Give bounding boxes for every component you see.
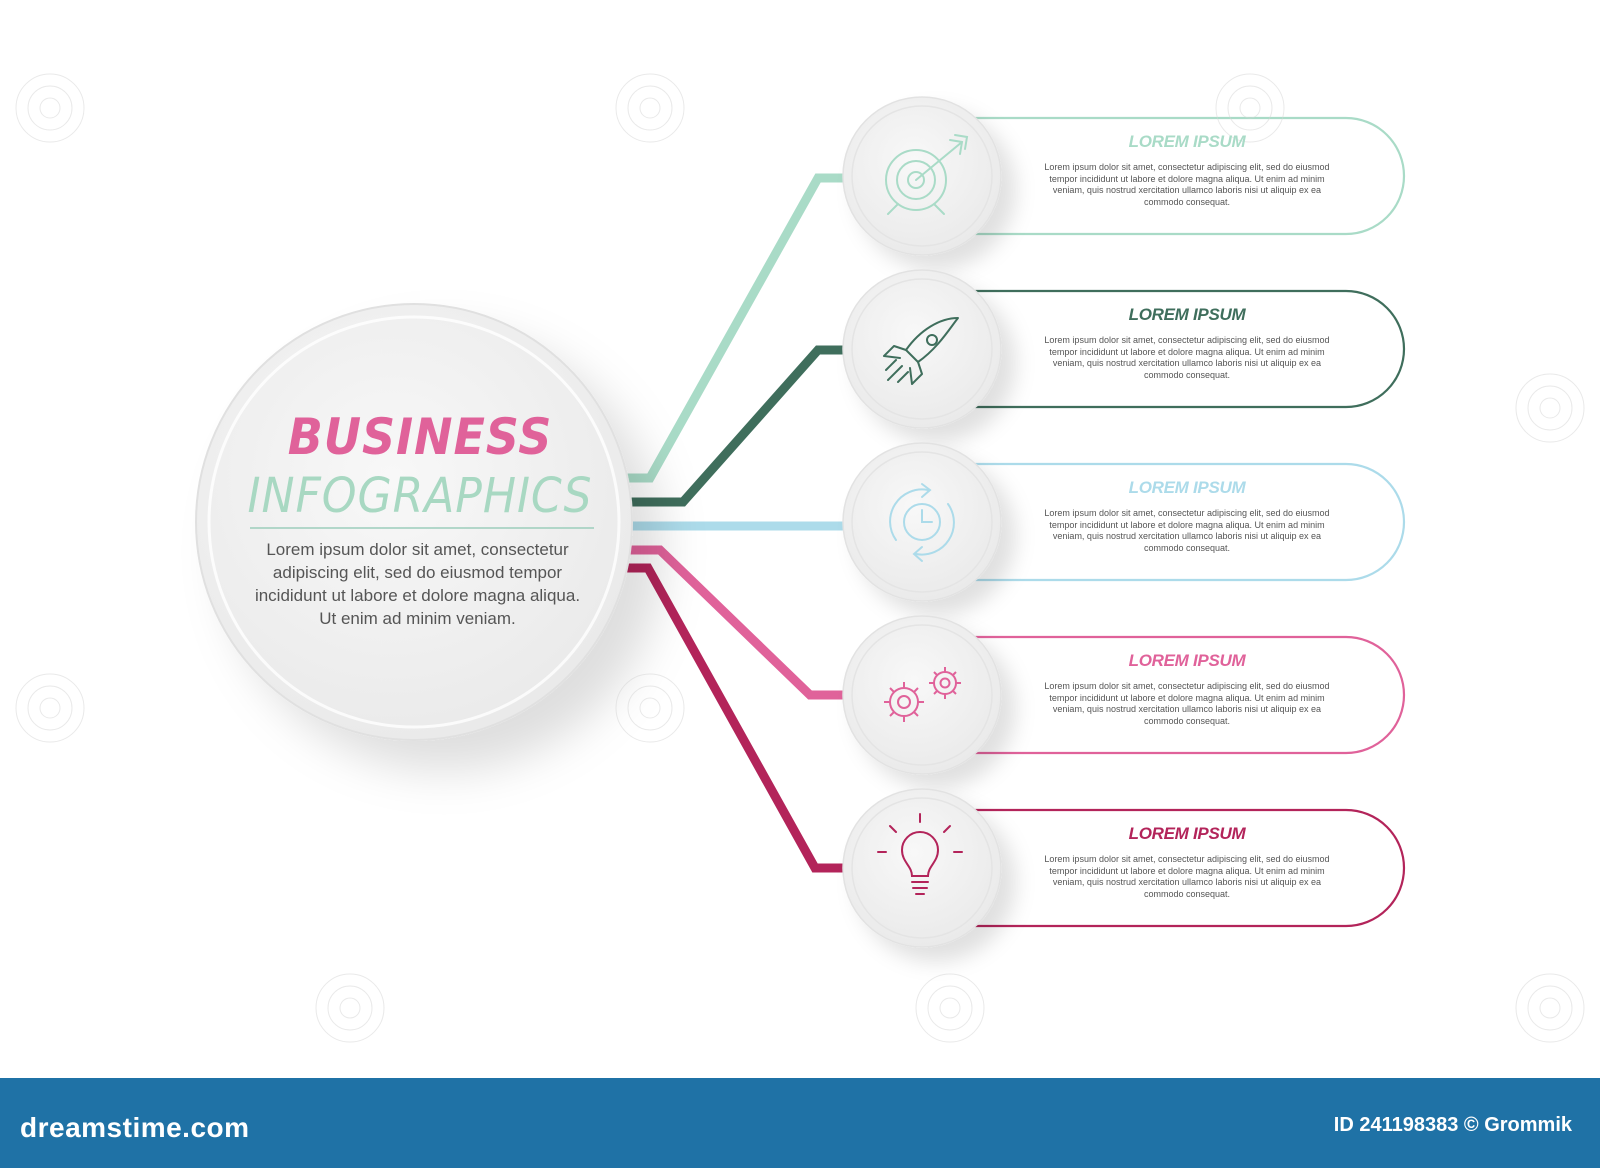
- connector-4: [620, 545, 850, 700]
- rocket-icon: [883, 317, 959, 385]
- icon-circle-4: [842, 615, 1002, 775]
- footer-bar: [0, 1078, 1600, 1168]
- item-title-b-4: IPSUM: [1192, 651, 1246, 670]
- item-title-1: LOREM IPSUM: [977, 132, 1397, 152]
- connector-5: [620, 563, 850, 873]
- item-title-a-2: LOREM: [1128, 305, 1189, 324]
- item-text-4: Lorem ipsum dolor sit amet, consectetur …: [1044, 681, 1330, 727]
- item-title-b-5: IPSUM: [1192, 824, 1246, 843]
- center-description: Lorem ipsum dolor sit amet, consectetur …: [254, 540, 581, 628]
- item-text-5: Lorem ipsum dolor sit amet, consectetur …: [1044, 854, 1330, 900]
- item-title-4: LOREM IPSUM: [977, 651, 1397, 671]
- item-title-b-3: IPSUM: [1192, 478, 1246, 497]
- item-outlines: [916, 116, 1406, 928]
- item-title-a-3: LOREM: [1128, 478, 1189, 497]
- item-title-5: LOREM IPSUM: [977, 824, 1397, 844]
- connector-lines: [620, 173, 850, 873]
- clock-refresh-icon: [889, 483, 955, 562]
- lightbulb-icon: [877, 813, 963, 895]
- item-text-3: Lorem ipsum dolor sit amet, consectetur …: [1044, 508, 1330, 554]
- item-title-b-2: IPSUM: [1192, 305, 1246, 324]
- item-title-3: LOREM IPSUM: [977, 478, 1397, 498]
- item-title-2: LOREM IPSUM: [977, 305, 1397, 325]
- item-title-a-1: LOREM: [1128, 132, 1189, 151]
- item-text-2: Lorem ipsum dolor sit amet, consectetur …: [1044, 335, 1330, 381]
- item-title-b-1: IPSUM: [1192, 132, 1246, 151]
- center-title-infographics: INFOGRAPHICS: [247, 468, 593, 524]
- footer-image-id: ID 241198383 © Grommik: [1333, 1114, 1572, 1136]
- gears-icon: [884, 667, 961, 722]
- item-text-1: Lorem ipsum dolor sit amet, consectetur …: [1044, 162, 1330, 208]
- footer-logo[interactable]: dreamstime.com: [20, 1112, 250, 1143]
- item-title-a-5: LOREM: [1128, 824, 1189, 843]
- connector-1: [620, 173, 850, 483]
- item-title-a-4: LOREM: [1128, 651, 1189, 670]
- center-title-business: BUSINESS: [287, 408, 553, 466]
- target-icon: [885, 134, 969, 215]
- icon-circle-5: [842, 788, 1002, 948]
- watermark-pattern: [15, 73, 1585, 1043]
- icon-circle-2: [842, 269, 1002, 429]
- center-circle: [195, 303, 633, 741]
- connector-2: [620, 345, 850, 507]
